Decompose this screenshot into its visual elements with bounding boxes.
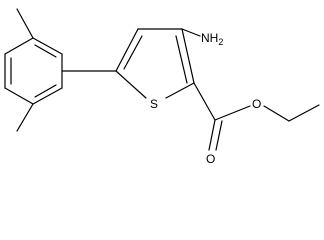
ring-double-bond <box>34 84 57 98</box>
carbonyl-double-bond <box>215 120 223 151</box>
upper-methyl-bond <box>16 8 34 39</box>
thiophene-bond <box>165 82 195 99</box>
sulfur-label: S <box>150 97 158 111</box>
carbonyl-double-bond <box>208 119 216 151</box>
carbonyl-to-ether-oxygen-bond <box>214 105 251 121</box>
thiophene-bond <box>115 28 139 72</box>
thiophene-bond <box>181 28 195 84</box>
ring-bond <box>32 37 63 55</box>
thiophene-bond <box>115 70 147 99</box>
chemical-structure-diagram: NH2 S O O <box>4 8 320 166</box>
ring-bond <box>4 87 34 105</box>
amino-label: NH2 <box>201 31 223 47</box>
carbonyl-oxygen-label: O <box>206 152 215 166</box>
ring-double-bond <box>34 44 57 58</box>
amino-bond <box>181 28 201 37</box>
ring-to-carbonyl-bond <box>193 82 216 121</box>
ester-oxygen-label: O <box>252 97 261 111</box>
oxygen-to-ethyl-bond <box>263 105 290 122</box>
ring-bond <box>4 37 34 55</box>
dimethylphenyl-ring <box>4 37 63 105</box>
ring-bond <box>32 87 63 105</box>
ethyl-bond <box>288 104 320 122</box>
thiophene-double-bond <box>175 35 188 84</box>
thiophene-ring <box>115 28 195 99</box>
lower-methyl-bond <box>16 103 34 132</box>
thiophene-double-bond <box>123 35 143 70</box>
